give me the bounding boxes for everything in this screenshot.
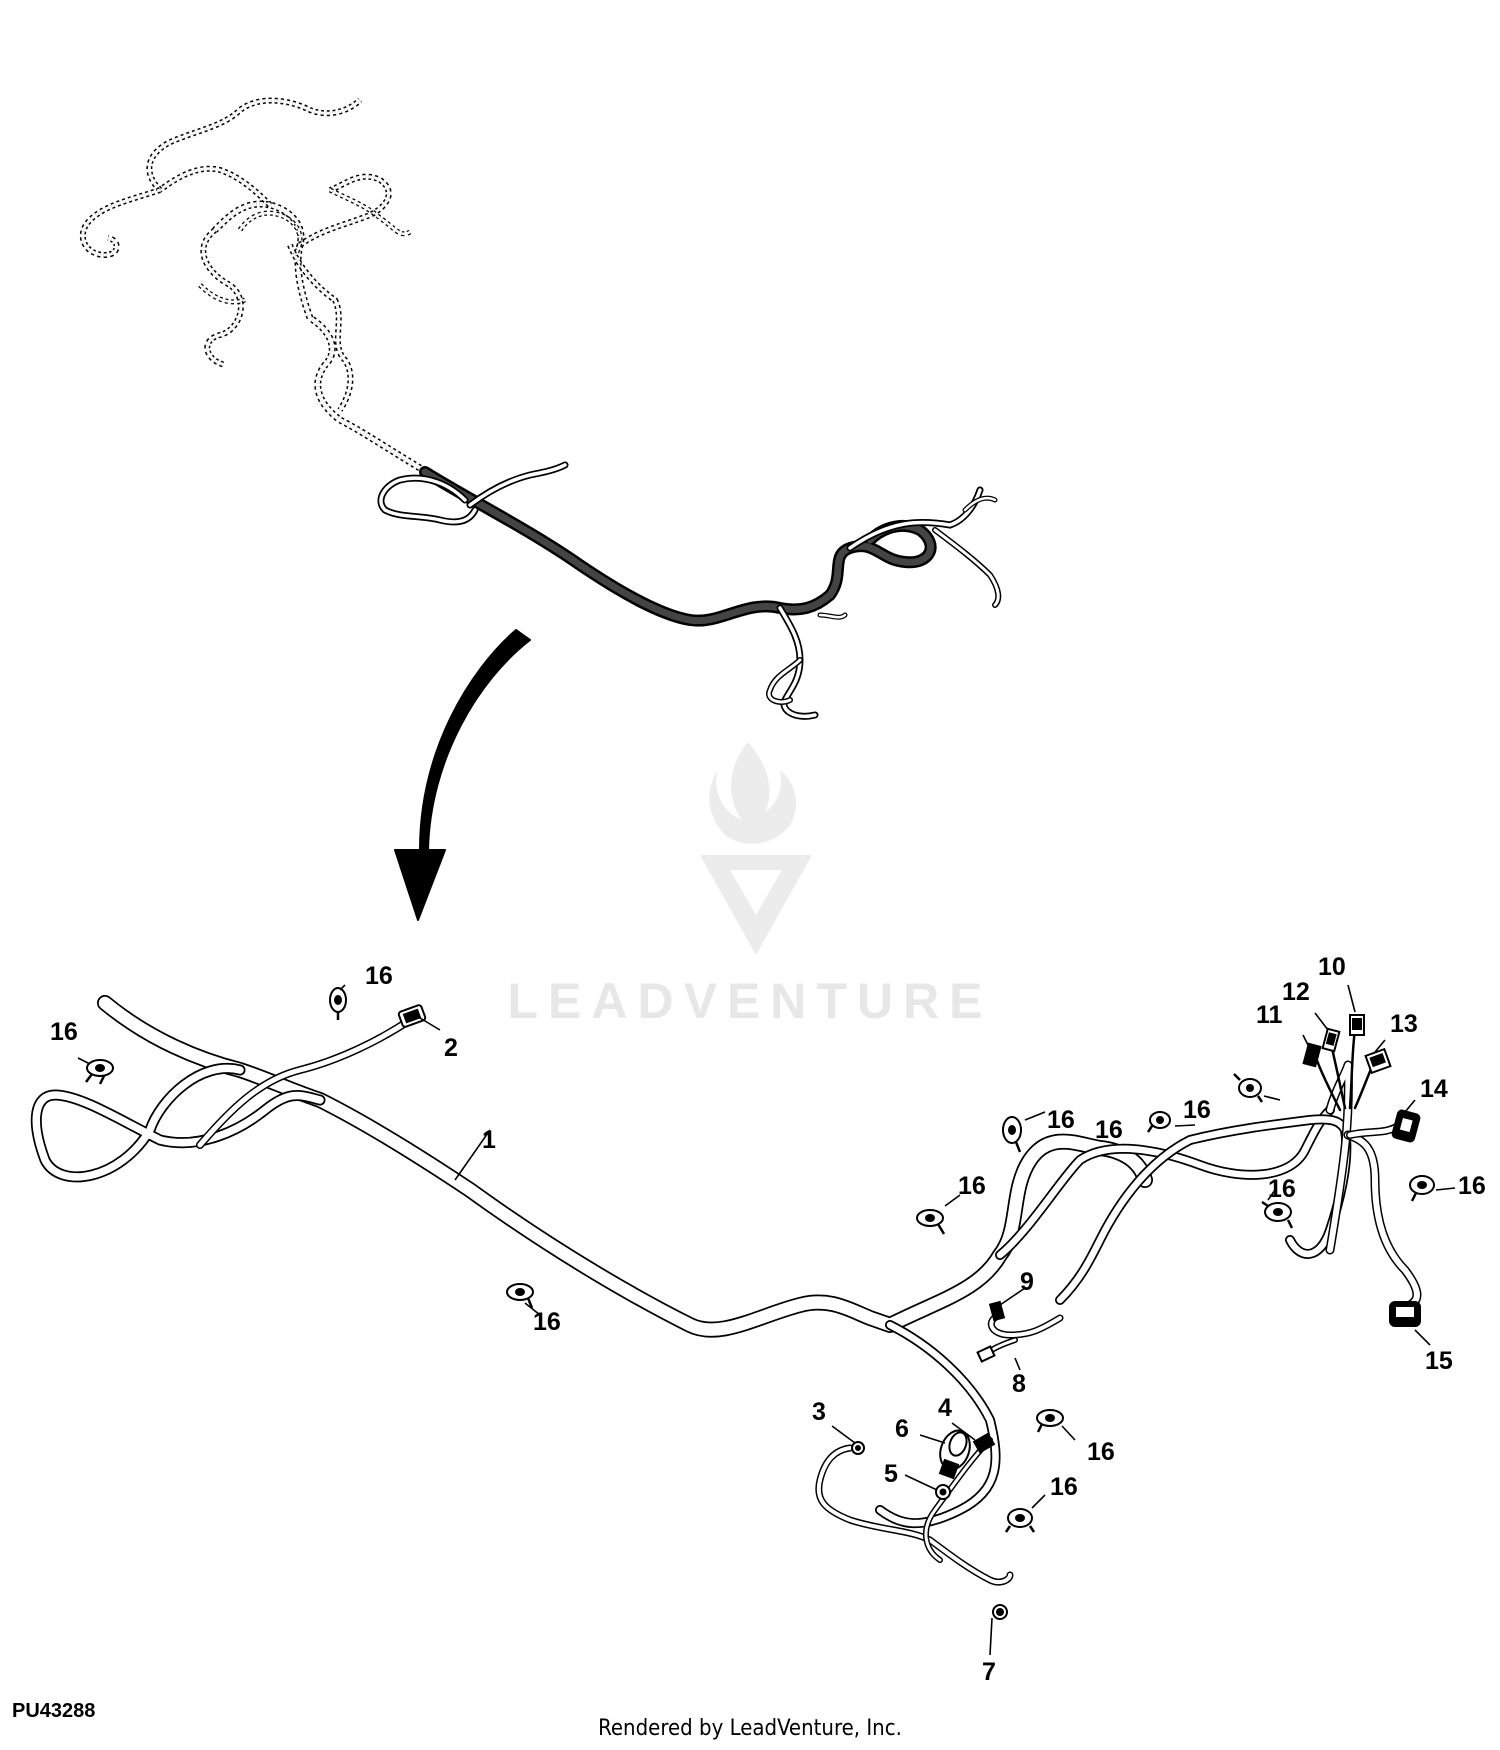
connector-8 [976,1345,996,1363]
callout-16: 16 [1183,1096,1211,1124]
connector-12 [1321,1027,1341,1053]
callout-3: 3 [812,1398,826,1426]
render-credit: Rendered by LeadVenture, Inc. [598,1716,902,1741]
figure-code: PU43288 [12,1700,96,1722]
pigtail-harness-8-9 [982,1311,1064,1358]
watermark-text: LEADVENTURE [507,973,992,1029]
clip-16 [329,987,347,1020]
callout-4: 4 [938,1394,952,1422]
ring-terminal-5 [935,1484,951,1500]
clip-16 [506,1283,534,1309]
callout-16: 16 [1268,1175,1296,1203]
callout-16: 16 [958,1172,986,1200]
callout-16: 16 [1050,1473,1078,1501]
overview-highlight-harness [377,461,1002,720]
v-mark-icon [700,855,812,955]
callout-9: 9 [1020,1268,1034,1296]
clips-16 [85,987,1435,1533]
clip-16 [1233,1073,1264,1103]
clip-16 [1409,1175,1435,1202]
callout-11: 11 [1256,1001,1283,1029]
callout-16: 16 [1047,1106,1075,1134]
overview-ghost-harness [79,97,422,472]
callout-16: 16 [50,1018,78,1046]
detail-harness [30,995,1422,1586]
callout-14: 14 [1420,1075,1448,1103]
connector-9 [988,1300,1006,1322]
callout-16: 16 [533,1308,561,1336]
connector-15 [1389,1301,1421,1327]
leader-lines [77,984,1456,1656]
callout-labels: 1 2 3 4 5 6 7 8 9 10 11 12 13 14 15 16 1… [50,953,1486,1686]
flame-icon [709,742,797,844]
callout-12: 12 [1282,978,1310,1006]
clip-16 [916,1209,946,1235]
clip-16 [1036,1409,1064,1433]
leadventure-watermark-logo: LEADVENTURE [507,742,992,1029]
callout-10: 10 [1318,953,1346,981]
callout-16: 16 [1095,1116,1123,1144]
callout-16: 16 [1458,1172,1486,1200]
left-loop-harness [30,1063,326,1183]
clip-16 [1004,1508,1036,1533]
connector-4 [972,1432,996,1454]
component-6 [938,1429,971,1480]
clip-16 [1261,1200,1294,1229]
callout-15: 15 [1425,1347,1453,1375]
clip-16 [1002,1116,1022,1153]
callout-6: 6 [895,1415,909,1443]
callout-1: 1 [482,1126,496,1154]
callout-7: 7 [982,1658,996,1686]
branch-to-connector-2 [196,1016,414,1149]
curved-arrow-icon [394,629,531,921]
connector-2 [397,1004,427,1028]
connector-11 [1302,1042,1322,1068]
clip-16 [85,1059,114,1085]
ring-terminal-3 [851,1441,865,1455]
callout-16: 16 [1087,1438,1115,1466]
connector-13 [1364,1047,1392,1075]
callout-16: 16 [365,962,393,990]
callout-8: 8 [1012,1370,1026,1398]
callout-5: 5 [884,1460,898,1488]
callout-2: 2 [444,1034,458,1062]
lower-branch-harness [875,1320,1001,1529]
connector-10 [1349,1014,1365,1036]
right-loop-harness [995,1060,1422,1310]
callout-13: 13 [1390,1010,1418,1038]
main-trunk-harness [97,995,1153,1338]
connector-14 [1391,1109,1421,1143]
ring-terminal-7 [992,1604,1008,1620]
ring-terminal-harness [815,1437,1014,1586]
clip-16 [1146,1111,1171,1133]
